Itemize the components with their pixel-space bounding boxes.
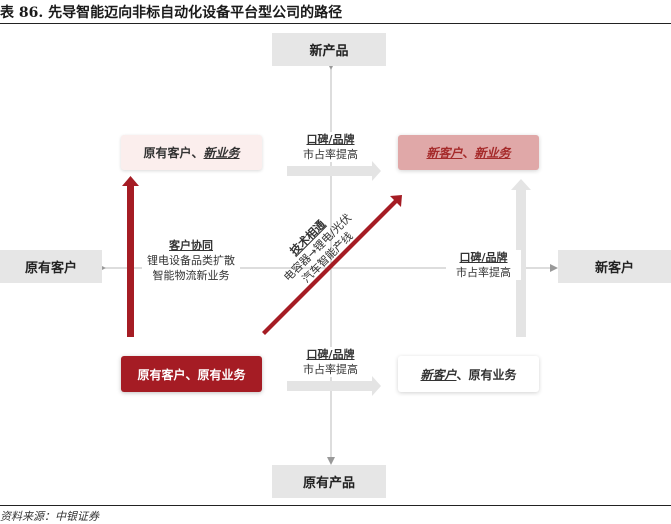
quadrant-new-customer-new-business: 新客户、新业务 — [398, 135, 539, 170]
diagonal-arrow — [262, 195, 402, 335]
top-arrow-label: 口碑/品牌 市占率提高 — [293, 132, 368, 162]
quadrant-text-emphasis: 新业务 — [474, 146, 511, 160]
existing-customer-box: 原有客户 — [0, 250, 102, 283]
label-body: 市占率提高 — [303, 363, 358, 376]
label-head: 客户协同 — [169, 239, 213, 252]
new-product-box: 新产品 — [272, 33, 386, 66]
quadrant-existing-customer-new-business: 原有客户、新业务 — [121, 135, 262, 170]
bottom-rule — [0, 505, 671, 506]
quadrant-text-emphasis: 新客户 — [426, 146, 463, 160]
bottom-arrow-label: 口碑/品牌 市占率提高 — [293, 347, 368, 377]
quadrant-text: 原有客户、原有业务 — [137, 367, 246, 382]
top-rule — [0, 23, 671, 24]
quadrant-existing-customer-existing-business: 原有客户、原有业务 — [121, 356, 262, 392]
quadrant-separator: 、 — [462, 146, 475, 160]
red-arrows — [122, 176, 402, 337]
gray-arrows — [287, 161, 531, 396]
quadrant-text: 原有客户、 — [143, 146, 204, 160]
figure-title: 表 86. 先导智能迈向非标自动化设备平台型公司的路径 — [0, 5, 343, 21]
existing-product-box: 原有产品 — [272, 465, 386, 498]
left-up-arrow — [122, 176, 139, 337]
right-up-arrow — [511, 179, 531, 337]
bottom-right-arrow — [287, 376, 381, 396]
label-head: 口碑/品牌 — [459, 251, 508, 264]
quadrant-text-emphasis: 新业务 — [203, 146, 240, 160]
label-head: 口碑/品牌 — [306, 133, 355, 146]
label-line: 锂电设备品类扩散 — [147, 254, 235, 267]
label-line: 智能物流新业务 — [152, 269, 230, 282]
label-body: 市占率提高 — [303, 148, 358, 161]
new-customer-box: 新客户 — [558, 250, 671, 283]
quadrant-text-emphasis: 新客户 — [420, 367, 457, 382]
top-right-arrow — [287, 161, 381, 181]
quadrant-text: 、原有业务 — [456, 367, 517, 382]
right-arrow-label: 口碑/品牌 市占率提高 — [446, 250, 521, 280]
label-body: 市占率提高 — [456, 266, 511, 279]
source-note: 资料来源：中银证券 — [0, 510, 99, 523]
label-head: 口碑/品牌 — [306, 348, 355, 361]
quadrant-new-customer-existing-business: 新客户、原有业务 — [398, 356, 539, 392]
left-arrow-label: 客户协同 锂电设备品类扩散 智能物流新业务 — [142, 238, 240, 283]
